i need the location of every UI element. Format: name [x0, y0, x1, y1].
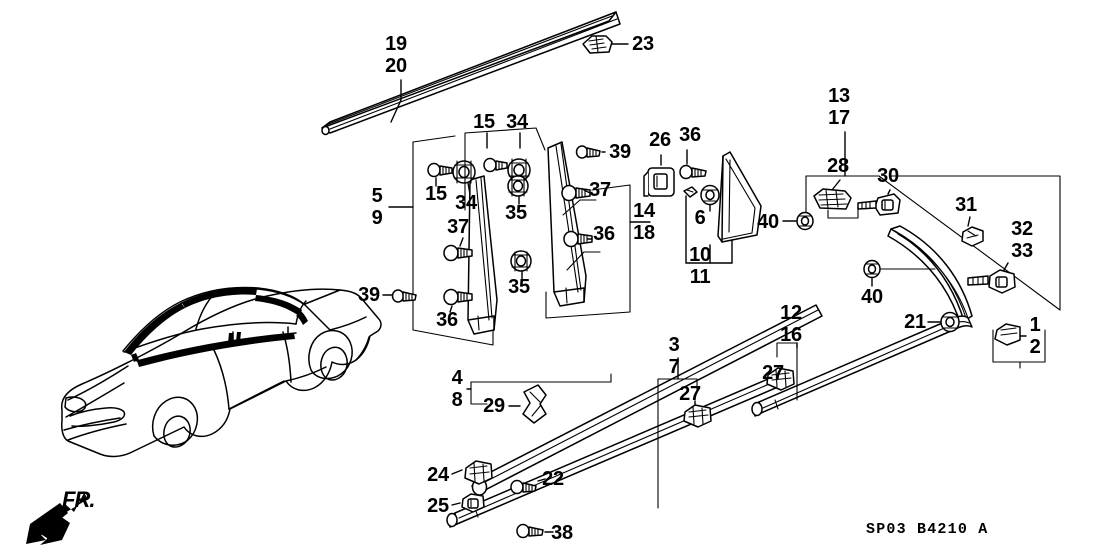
fastener-34-top — [507, 158, 531, 182]
quarter-glass-trim-10-11 — [717, 151, 762, 243]
callout-7: 7 — [668, 356, 680, 378]
screw-39-right — [575, 145, 601, 159]
callout-8: 8 — [451, 389, 463, 411]
pillar-garnish-right — [547, 141, 587, 307]
vehicle-illustration — [60, 286, 382, 458]
callout-31: 31 — [955, 194, 977, 216]
callout-39-upper: 39 — [609, 141, 631, 163]
callout-21: 21 — [904, 311, 926, 333]
pillar-garnish-left — [467, 175, 498, 335]
callout-34-left: 34 — [455, 192, 477, 214]
screw-22 — [510, 479, 537, 495]
fastener-36-left — [443, 288, 473, 306]
callout-15-top: 15 — [473, 111, 495, 133]
callout-17: 17 — [828, 107, 850, 129]
fastener-15-left — [427, 162, 453, 178]
bracket-14-18 — [545, 184, 631, 319]
callout-28: 28 — [827, 155, 849, 177]
callout-26: 26 — [649, 129, 671, 151]
callout-32: 32 — [1011, 218, 1033, 240]
callout-35-upper: 35 — [505, 202, 527, 224]
clip-24 — [464, 460, 493, 485]
callout-4: 4 — [451, 367, 463, 389]
front-direction-label: FR. — [62, 487, 95, 512]
clip-30 — [857, 193, 901, 216]
screw-39-left — [391, 289, 417, 303]
fastener-35-upper — [507, 175, 529, 197]
callout-12: 12 — [780, 302, 802, 324]
callout-27-rear: 27 — [762, 362, 784, 384]
clip-23 — [582, 35, 613, 54]
callout-40-lower: 40 — [861, 286, 883, 308]
fastener-35-lower — [510, 250, 532, 272]
door-belt-molding-3-7 — [446, 369, 793, 528]
callout-22: 22 — [542, 468, 564, 490]
callout-37-right: 37 — [589, 179, 611, 201]
part-26-plug — [643, 167, 675, 197]
clip-33 — [967, 269, 1016, 294]
callout-10: 10 — [689, 244, 711, 266]
callout-27-front: 27 — [679, 383, 701, 405]
fr-direction-arrow — [26, 493, 88, 545]
callout-36-right: 36 — [593, 223, 615, 245]
callout-18: 18 — [633, 222, 655, 244]
callout-5: 5 — [371, 185, 383, 207]
bracket-1-2 — [992, 329, 1046, 369]
callout-38: 38 — [551, 522, 573, 544]
callout-6: 6 — [694, 207, 706, 229]
callout-40-upper: 40 — [757, 211, 779, 233]
callout-13: 13 — [828, 85, 850, 107]
callout-34-top: 34 — [506, 111, 528, 133]
fastener-34-left — [452, 160, 476, 184]
fastener-37-right — [561, 184, 591, 202]
callout-25: 25 — [427, 495, 449, 517]
callout-39-lower: 39 — [358, 284, 380, 306]
nut-40-upper — [796, 211, 814, 231]
roof-drip-molding-19-20 — [321, 11, 621, 136]
callout-1: 1 — [1029, 314, 1041, 336]
drawing-code: SP03 B4210 A — [866, 521, 989, 538]
callout-19: 19 — [385, 33, 407, 55]
callout-23: 23 — [632, 33, 654, 55]
clip-small-quarter — [683, 186, 698, 198]
clip-31 — [961, 226, 984, 247]
fastener-37-left — [443, 244, 473, 262]
callout-29: 29 — [483, 395, 505, 417]
clip-25 — [461, 493, 485, 513]
clip-6 — [700, 184, 720, 206]
nut-21 — [940, 311, 960, 333]
screw-36-quarter — [679, 164, 707, 180]
callout-37-left: 37 — [447, 216, 469, 238]
callout-33: 33 — [1011, 240, 1033, 262]
callout-3: 3 — [668, 334, 680, 356]
fastener-36-right — [563, 230, 593, 248]
nut-40-lower — [863, 259, 881, 279]
callout-9: 9 — [371, 207, 383, 229]
clip-1-2 — [994, 323, 1021, 346]
callout-2: 2 — [1029, 336, 1041, 358]
callout-36-quarter: 36 — [679, 124, 701, 146]
callout-15-left: 15 — [425, 183, 447, 205]
callout-36-left: 36 — [436, 309, 458, 331]
fastener-15-top — [483, 157, 508, 173]
clip-27-rear — [766, 367, 795, 391]
callout-14: 14 — [633, 200, 655, 222]
callout-11: 11 — [689, 266, 711, 288]
clip-29 — [522, 384, 547, 424]
clip-28 — [813, 188, 852, 210]
rear-corner-molding-13-17 — [887, 225, 973, 326]
callout-24: 24 — [427, 464, 449, 486]
door-sash-molding-4-8 — [471, 304, 823, 497]
callout-35-lower: 35 — [508, 276, 530, 298]
callout-20: 20 — [385, 55, 407, 77]
screw-38 — [516, 523, 544, 539]
callout-30: 30 — [877, 165, 899, 187]
callout-16: 16 — [780, 324, 802, 346]
